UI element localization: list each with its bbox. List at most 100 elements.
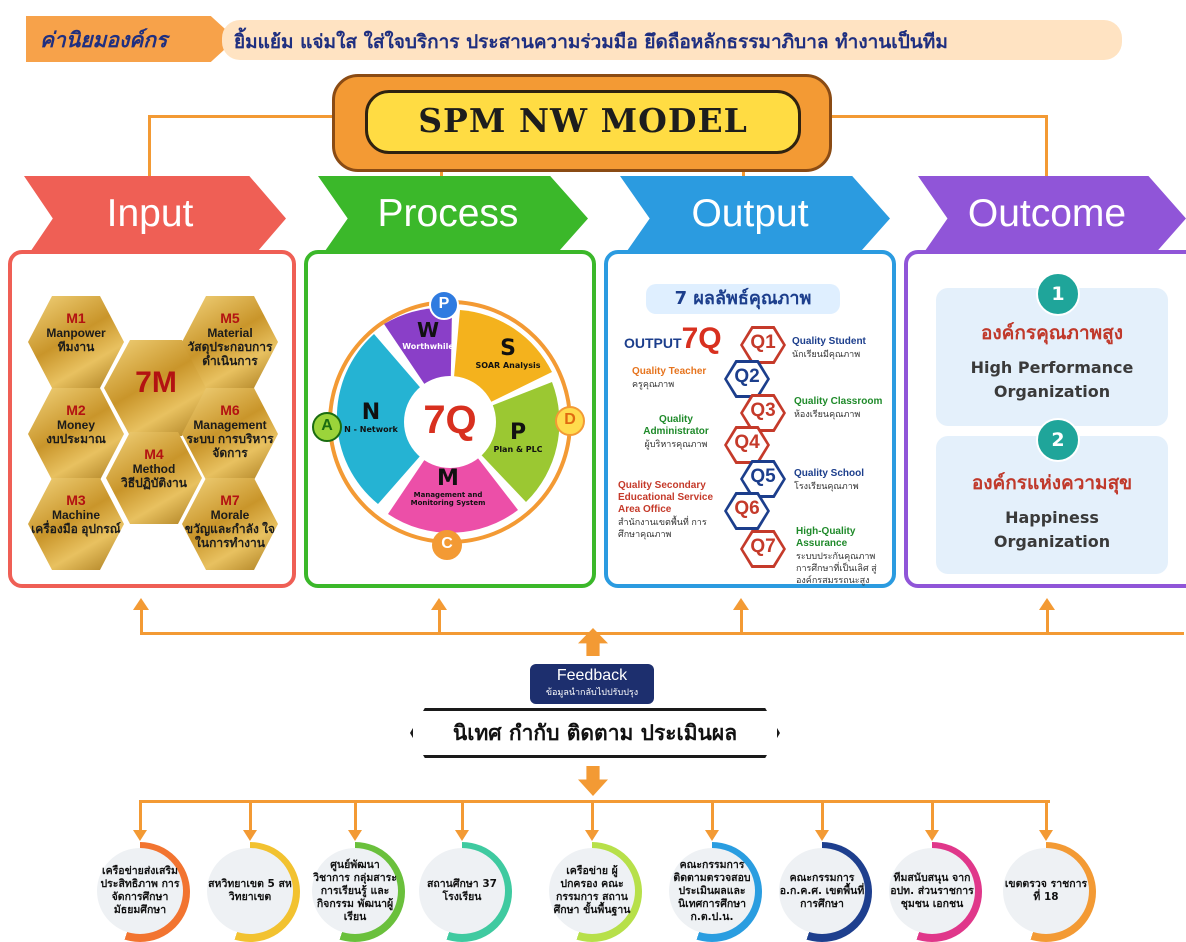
connector-line — [822, 115, 1047, 118]
hex-code: M1 — [66, 310, 86, 326]
stage-input-label: Input — [106, 192, 194, 235]
hex-code: M6 — [220, 402, 240, 418]
q5-hex: Q5 — [740, 460, 786, 498]
output-heading: 7 ผลลัพธ์คุณภาพ — [646, 284, 840, 314]
hex-th: วิธีปฏิบัติงาน — [121, 476, 187, 490]
hex-code: M5 — [220, 310, 240, 326]
arrow-down-icon — [243, 830, 257, 841]
outcome-th: องค์กรแห่งความสุข — [971, 472, 1133, 494]
network-riser — [821, 800, 824, 832]
arrow-down-icon — [815, 830, 829, 841]
stage-input: Input — [24, 176, 286, 261]
q-en: Quality Administrator — [643, 414, 709, 437]
values-tag: ค่านิยมองค์กร — [26, 16, 236, 62]
q-th: ผู้บริหารคุณภาพ — [644, 439, 708, 449]
network-riser — [139, 800, 142, 832]
stage-output: Output — [620, 176, 890, 261]
network-riser — [931, 800, 934, 832]
q-code: Q6 — [734, 498, 760, 519]
feedback-box: Feedback ข้อมูลนำกลับไปปรับปรุง — [530, 664, 654, 704]
arrow-up-icon — [133, 598, 149, 610]
segment-letter: S — [500, 336, 516, 361]
arrow-down-icon — [585, 830, 599, 841]
hex-th: เครื่องมือ อุปกรณ์ — [31, 522, 121, 536]
outcome-th: องค์กรคุณภาพสูง — [980, 322, 1124, 344]
network-riser — [461, 800, 464, 832]
hex-th: งบประมาณ — [46, 432, 106, 446]
q6-hex: Q6 — [724, 492, 770, 530]
outcome-en: High Performance Organization — [970, 358, 1134, 401]
feedback-riser — [1046, 610, 1049, 634]
segment-title: Management and Monitoring System — [410, 491, 486, 507]
segment-m — [388, 422, 518, 533]
q1-hex: Q1 — [740, 326, 786, 364]
hex-en: Management — [193, 418, 267, 432]
hex-code: M7 — [220, 492, 240, 508]
hex-th: ระบบ การบริหาร จัดการ — [186, 432, 274, 460]
arrow-down-icon — [1039, 830, 1053, 841]
network-riser — [711, 800, 714, 832]
stage-process: Process — [318, 176, 588, 261]
q-code: Q7 — [750, 536, 776, 557]
arrow-down-icon — [455, 830, 469, 841]
outcome-num-1: 1 — [1036, 272, 1080, 316]
q2-hex: Q2 — [724, 360, 770, 398]
model-title: SPM NW MODEL — [365, 90, 801, 154]
segment-letter: N — [361, 400, 381, 425]
arrow-up-icon — [1039, 598, 1055, 610]
outcome-card-1: องค์กรคุณภาพสูง High Performance Organiz… — [936, 288, 1168, 426]
hex-th: วัสดุประกอบการ ดำเนินการ — [187, 340, 273, 368]
feedback-line — [140, 632, 1184, 635]
q-code: Q4 — [734, 432, 760, 453]
q-code: Q5 — [750, 466, 776, 487]
q1-label: Quality Student นักเรียนมีคุณภาพ — [792, 336, 866, 360]
model-title-text: SPM NW MODEL — [418, 101, 748, 140]
stage-outcome: Outcome — [918, 176, 1186, 261]
cycle-c: C — [432, 530, 462, 560]
cycle-center — [404, 376, 496, 468]
arrow-down-icon — [133, 830, 147, 841]
network-item: สถานศึกษา 37 โรงเรียน — [419, 848, 505, 934]
hex-th: ทีมงาน — [57, 340, 95, 354]
q-th: โรงเรียนคุณภาพ — [794, 481, 859, 491]
q-th: ห้องเรียนคุณภาพ — [794, 409, 861, 419]
outcome-en: Happiness Organization — [993, 508, 1111, 551]
q-code: Q2 — [734, 366, 760, 387]
output-logo-prefix: OUTPUT — [624, 335, 682, 351]
arrow-down-icon — [348, 830, 362, 841]
segment-n — [336, 334, 450, 504]
network-riser — [1045, 800, 1048, 832]
feedback-riser — [740, 610, 743, 634]
q6-label: Quality Secondary Educational Service Ar… — [618, 480, 720, 540]
q-th: สำนักงานเขตพื้นที่ การศึกษาคุณภาพ — [618, 517, 707, 539]
q-en: Quality Student — [792, 336, 866, 347]
cycle-p: P — [429, 290, 459, 320]
hex-th: ขวัญและกำลัง ใจในการทำงาน — [184, 522, 276, 550]
values-text: ยิ้มแย้ม แจ่มใส ใส่ใจบริการ ประสานความร่… — [234, 31, 948, 53]
hex-en: Material — [207, 326, 253, 340]
values-label: ค่านิยมองค์กร — [40, 28, 168, 52]
q-th: นักเรียนมีคุณภาพ — [792, 349, 861, 359]
segment-letter: P — [509, 420, 527, 445]
q-en: High-Quality Assurance — [796, 526, 856, 549]
network-item: คณะกรรมการ ติดตามตรวจสอบ ประเมินผลและ นิ… — [669, 848, 755, 934]
network-item: ทีมสนับสนุน จาก อปท. ส่วนราชการ ชุมชน เอ… — [889, 848, 975, 934]
network-item: คณะกรรมการ อ.ก.ค.ศ. เขตพื้นที่การศึกษา — [779, 848, 865, 934]
hex-en: Money — [56, 418, 95, 432]
hex-code: M4 — [144, 446, 164, 462]
down-arrow-icon — [578, 766, 608, 796]
feedback-riser — [438, 610, 441, 634]
hex-en: Method — [132, 462, 176, 476]
cycle-a: A — [312, 412, 342, 442]
